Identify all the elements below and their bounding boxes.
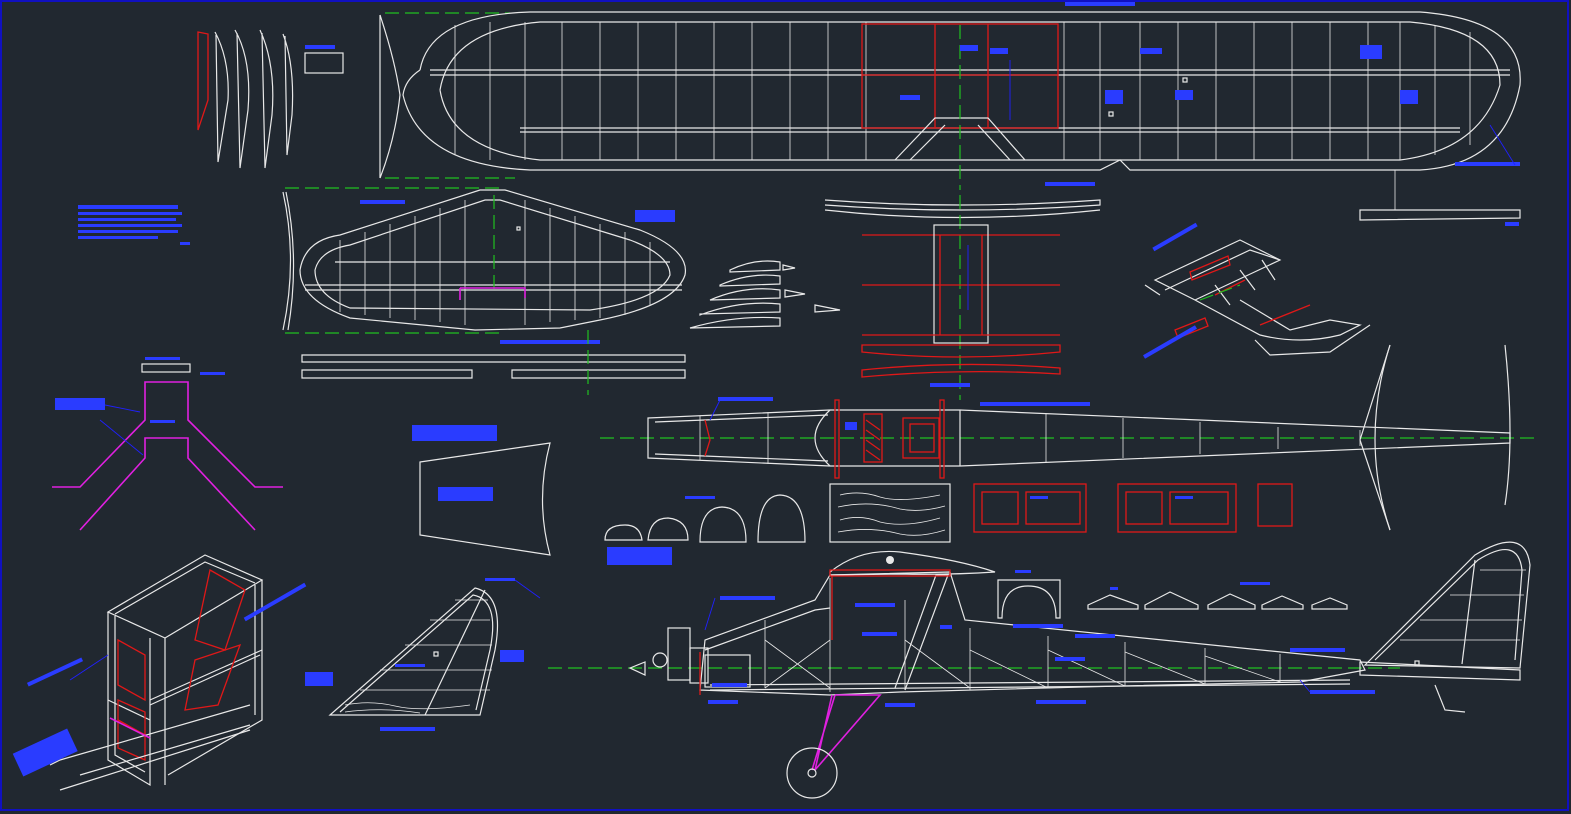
wing-plan-view[interactable]	[379, 2, 1521, 226]
tail-isometric[interactable]	[1143, 222, 1371, 359]
cabin-frame-isometric[interactable]	[12, 554, 307, 791]
fuselage-side-view[interactable]	[548, 541, 1531, 799]
wing-center-section[interactable]	[824, 195, 1101, 400]
fin-and-rudder[interactable]	[305, 578, 541, 731]
fin-planform	[412, 425, 551, 556]
wing-rib-templates	[197, 29, 344, 169]
tail-rib-templates	[689, 260, 841, 329]
fuselage-top-view[interactable]	[600, 344, 1540, 531]
fuselage-formers	[604, 483, 1293, 565]
notes-block	[78, 205, 190, 245]
stabilizer-plan-view[interactable]	[282, 187, 687, 395]
landing-gear-wire[interactable]	[52, 357, 283, 531]
